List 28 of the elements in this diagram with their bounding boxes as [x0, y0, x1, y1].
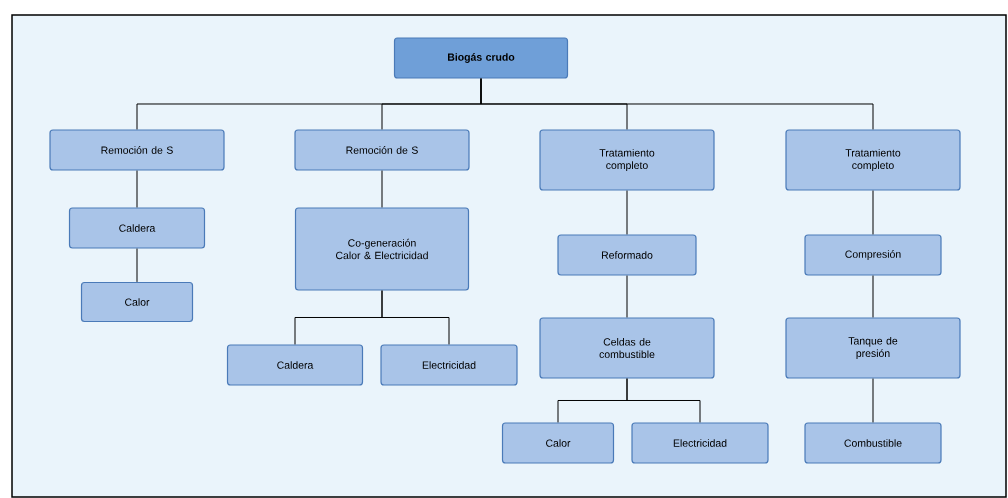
connector-line [381, 290, 450, 345]
connector-line [136, 170, 138, 208]
connector-line [381, 170, 383, 208]
process-box: Electricidad [380, 344, 518, 386]
connector-line [626, 190, 628, 235]
connector-line [136, 248, 138, 283]
process-box: Tratamiento completo [539, 129, 715, 191]
connector-line [872, 378, 874, 423]
process-box: Remoción de S [49, 129, 225, 171]
connector-line [480, 78, 874, 130]
process-box: Biogás crudo [393, 37, 569, 79]
connector-line [872, 190, 874, 235]
connector-line [626, 378, 701, 423]
process-box: Caldera [226, 344, 364, 386]
process-box: Calor [501, 422, 615, 464]
connector-line [872, 275, 874, 318]
process-box: Tanque de presión [785, 317, 961, 379]
process-box: Electricidad [631, 422, 769, 464]
process-box: Compresión [804, 234, 942, 276]
process-box: Calor [80, 281, 194, 323]
process-box: Combustible [804, 422, 942, 464]
process-box: Caldera [68, 207, 206, 249]
process-box: Reformado [557, 234, 697, 276]
connector-line [626, 275, 628, 318]
process-box: Tratamiento completo [785, 129, 961, 191]
process-box: Celdas de combustible [539, 317, 715, 379]
process-box: Remoción de S [294, 129, 470, 171]
process-box: Co-generación Calor & Electricidad [294, 207, 470, 291]
